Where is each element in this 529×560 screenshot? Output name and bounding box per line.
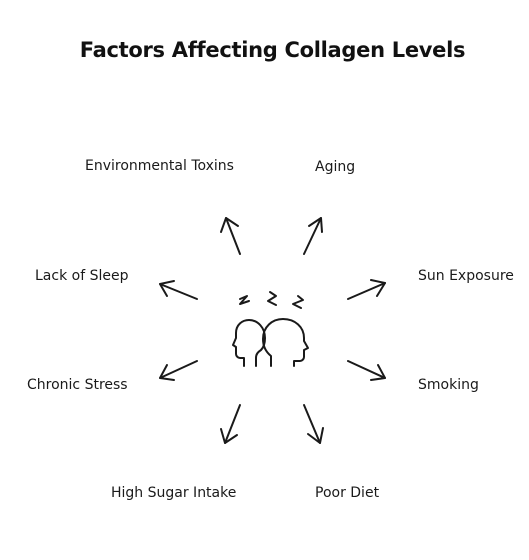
factor-high-sugar-intake: High Sugar Intake [111,485,237,501]
arrow-environmental-toxins [220,217,241,255]
factor-smoking: Smoking [418,377,479,393]
factor-sun-exposure: Sun Exposure [418,268,514,284]
arrow-smoking [347,360,386,381]
arrow-lack-of-sleep [159,280,198,300]
arrow-sun-exposure [347,279,386,300]
arrow-chronic-stress [159,360,198,381]
diagram-title: Factors Affecting Collagen Levels [79,38,466,62]
factor-environmental-toxins: Environmental Toxins [85,158,234,174]
arrow-high-sugar-intake [220,404,241,444]
factor-lack-of-sleep: Lack of Sleep [35,268,129,284]
factor-chronic-stress: Chronic Stress [27,377,128,393]
arrow-poor-diet [303,404,324,444]
factor-poor-diet: Poor Diet [315,485,380,501]
arrow-aging [303,217,323,255]
factor-aging: Aging [315,159,356,175]
stressed-heads-icon [232,291,309,367]
